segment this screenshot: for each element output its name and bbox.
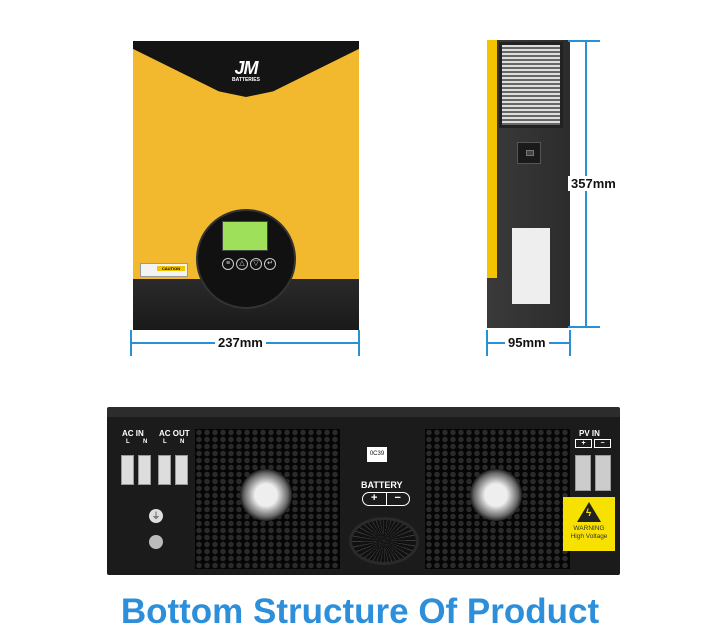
terminal-l-label: L — [126, 439, 130, 445]
enter-icon: ↵ — [264, 258, 276, 270]
side-yellow-strip — [487, 40, 497, 278]
ground-icon: ⏚ — [149, 509, 163, 523]
dim-tick — [130, 330, 132, 356]
pv-polarity: + − — [575, 439, 611, 448]
height-label: 357mm — [568, 176, 619, 191]
ac-out-label: AC OUT — [159, 429, 190, 438]
warning-text: WARNING — [573, 525, 605, 532]
dim-tick — [486, 330, 488, 356]
pv-in-label: PV IN — [579, 429, 600, 438]
menu-icon: ≡ — [222, 258, 234, 270]
logo-subtext: BATTERIES — [232, 77, 260, 83]
plus-icon: + — [363, 493, 387, 505]
dim-tick — [569, 330, 571, 356]
battery-cable-grommet — [349, 517, 419, 565]
ground-screw — [149, 535, 163, 549]
terminal-n-label: N — [143, 439, 148, 445]
minus-icon: − — [594, 439, 611, 448]
inverter-bottom-view: AC IN AC OUT L N L N ⏚ 0C39 BATTERY + − … — [107, 407, 620, 575]
inverter-front-view: JM BATTERIES ≡ △ ▽ ↵ CAUTION — [133, 41, 359, 330]
fan-hub — [240, 469, 292, 521]
lcd-screen — [222, 221, 268, 251]
ac-terminal — [158, 455, 171, 485]
cooling-fan-left — [195, 429, 340, 569]
battery-label: BATTERY — [361, 480, 403, 490]
warning-triangle-icon — [577, 502, 601, 522]
battery-polarity: + − — [362, 492, 410, 506]
caution-label: CAUTION — [140, 263, 188, 277]
caption-title: Bottom Structure Of Product — [120, 592, 600, 631]
warning-subtext: High Voltage — [570, 533, 608, 540]
caution-text: CAUTION — [157, 266, 185, 271]
pv-terminal-positive — [575, 455, 591, 491]
ac-terminal — [175, 455, 188, 485]
power-switch — [517, 142, 541, 164]
terminal-l-label: L — [163, 439, 167, 445]
spec-label-plate — [512, 228, 550, 304]
minus-icon: − — [394, 492, 401, 504]
dim-tick — [568, 326, 600, 328]
cooling-fan-right — [425, 429, 570, 569]
fan-hub — [470, 469, 522, 521]
serial-tag: 0C39 — [367, 447, 387, 462]
up-icon: △ — [236, 258, 248, 270]
display-panel — [196, 209, 296, 309]
lightning-icon: ϟ — [586, 508, 592, 519]
down-icon: ▽ — [250, 258, 262, 270]
pv-terminal-negative — [595, 455, 611, 491]
plus-icon: + — [575, 439, 592, 448]
width-label: 237mm — [215, 335, 266, 350]
high-voltage-warning-sticker: ϟ WARNING High Voltage — [563, 497, 615, 551]
dim-tick — [358, 330, 360, 356]
ac-terminal — [121, 455, 134, 485]
brand-logo: JM BATTERIES — [221, 59, 271, 83]
vent-grill — [499, 42, 563, 128]
inverter-side-view — [487, 40, 570, 328]
depth-label: 95mm — [505, 335, 549, 350]
logo-text: JM — [234, 58, 258, 78]
terminal-n-label: N — [180, 439, 185, 445]
ac-terminal — [138, 455, 151, 485]
dim-tick — [568, 40, 600, 42]
ac-in-label: AC IN — [122, 429, 144, 438]
